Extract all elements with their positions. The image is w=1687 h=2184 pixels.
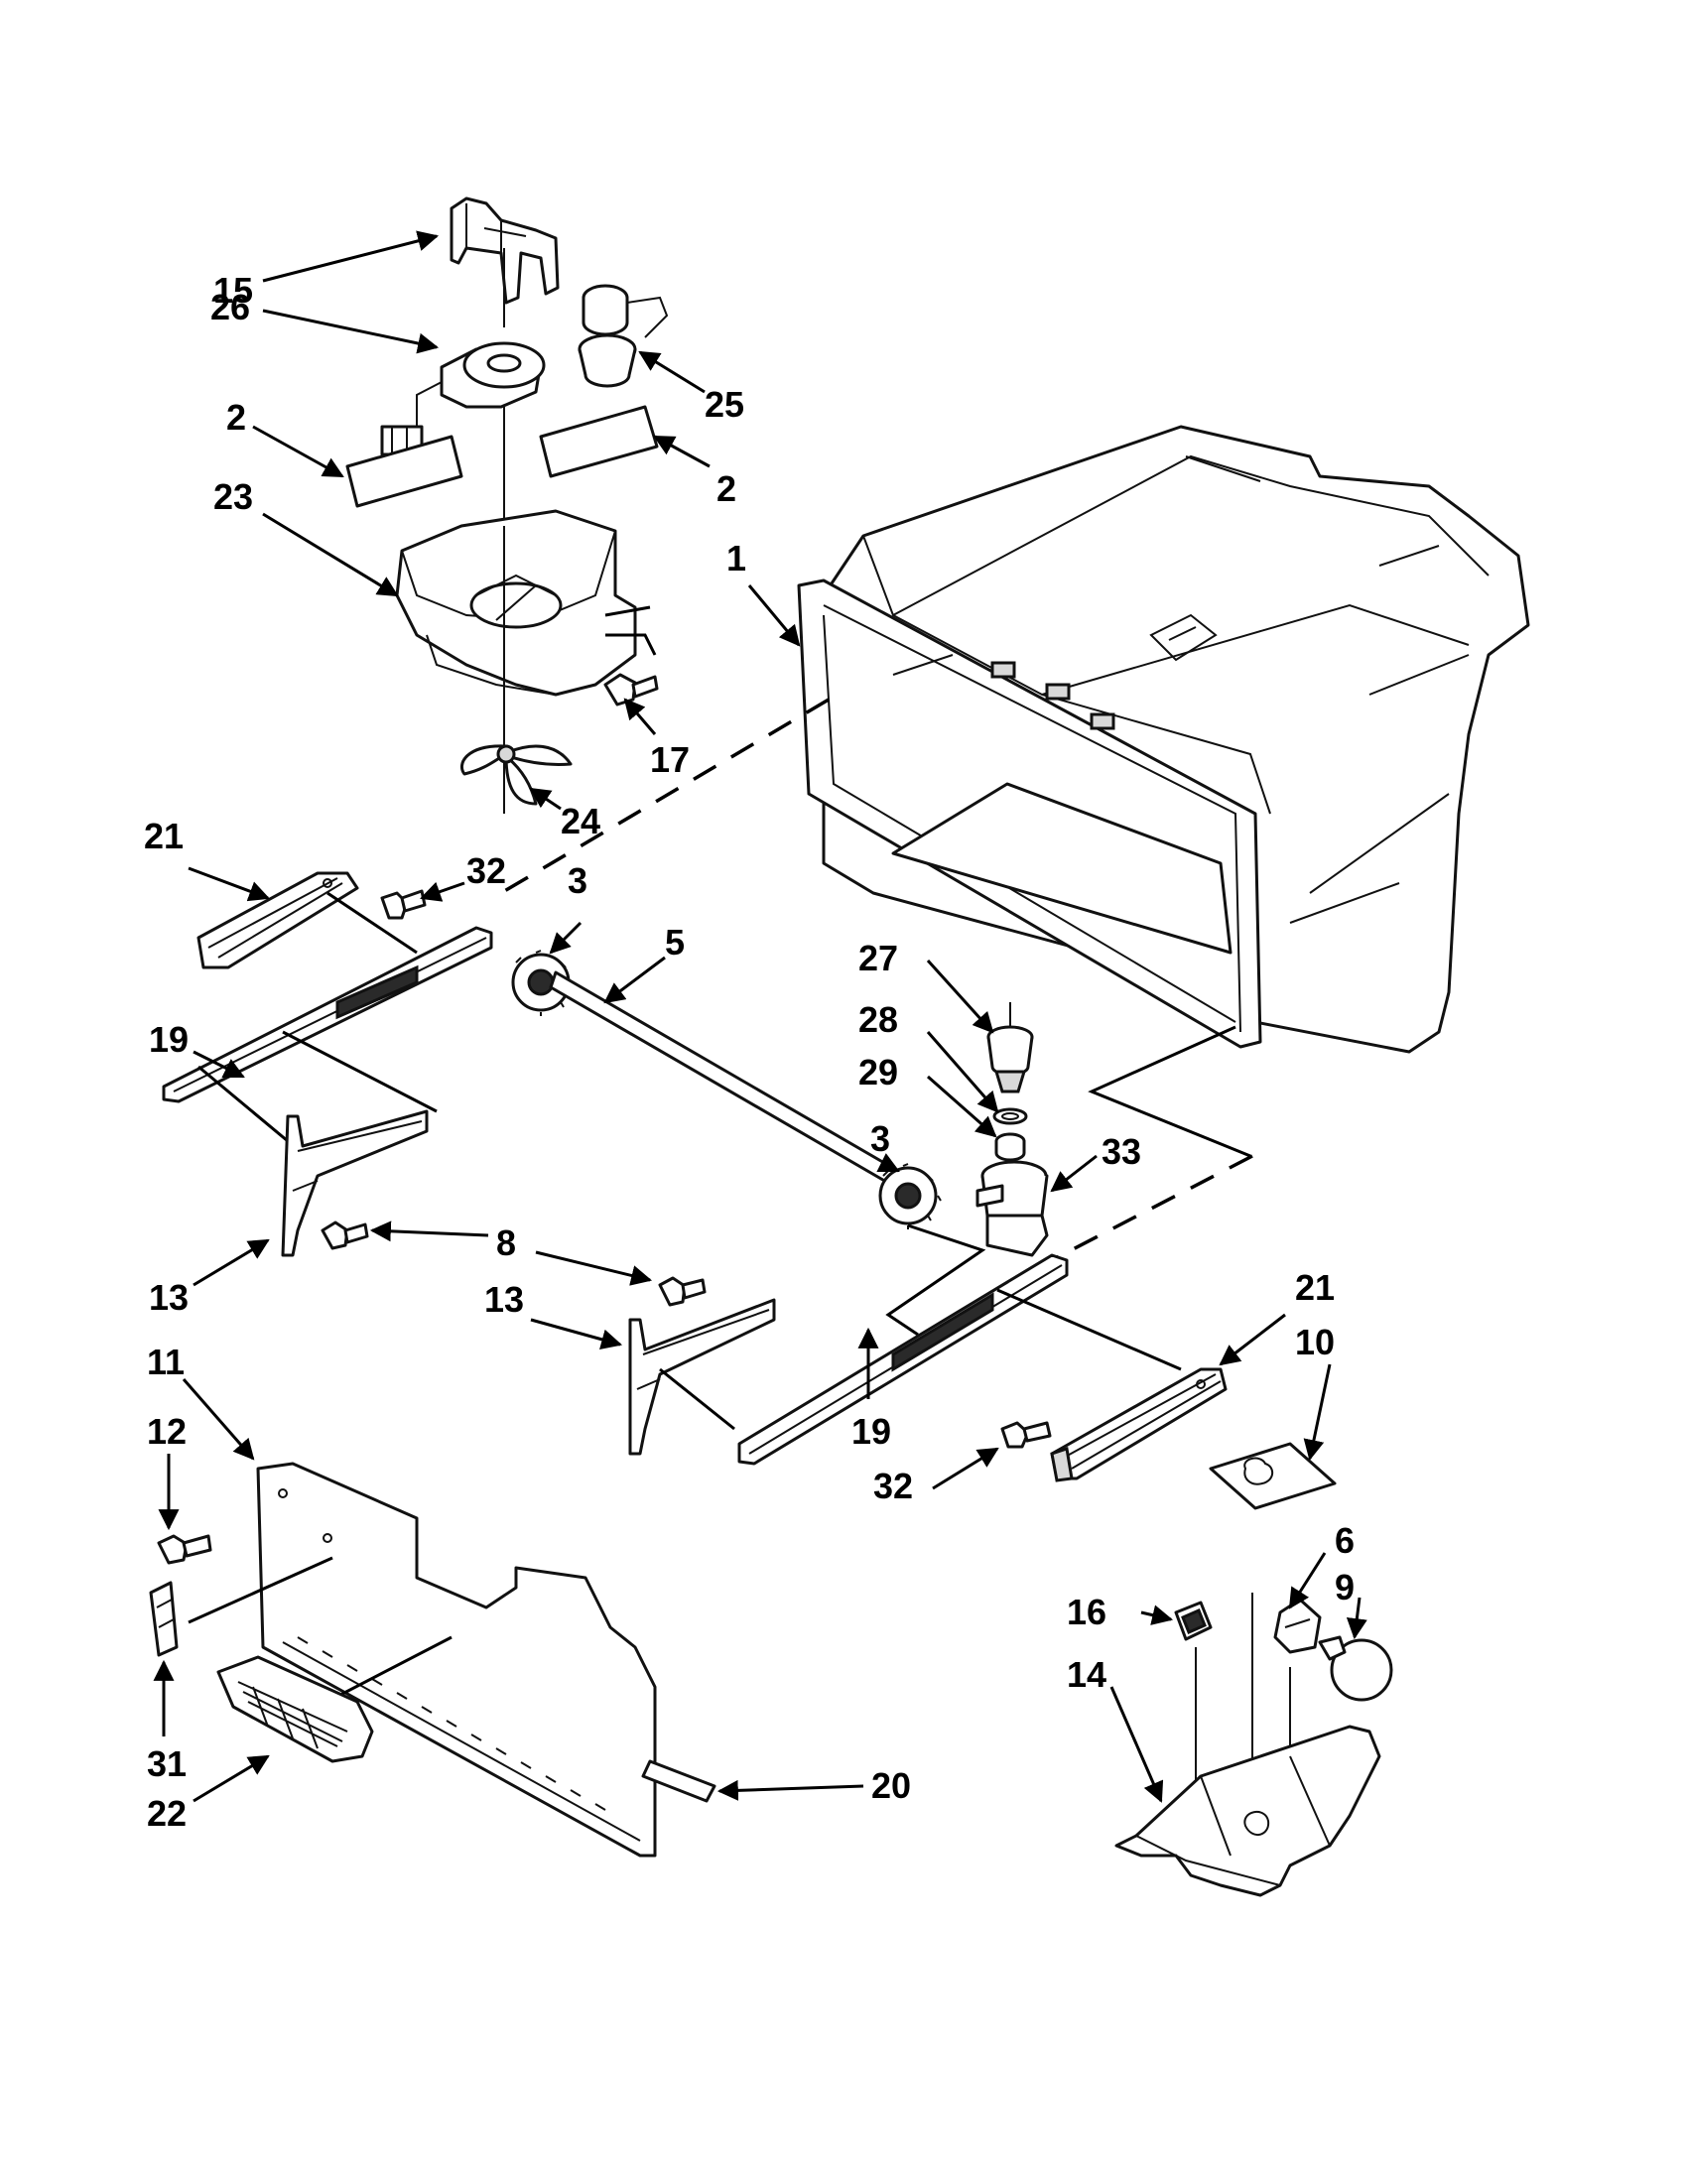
part-27-cap	[986, 1025, 1034, 1093]
part-29-washer	[994, 1132, 1026, 1162]
part-1-freezer-drawer	[797, 425, 1530, 1054]
part-26-fan-motor	[380, 341, 546, 456]
part-23-fan-housing	[395, 509, 637, 814]
callout-23: 23	[213, 476, 253, 517]
callout-16: 16	[1067, 1592, 1106, 1632]
callout-17: 17	[650, 739, 690, 780]
callout-20: 20	[871, 1765, 911, 1806]
callout-27: 27	[858, 938, 898, 978]
part-33-chute	[975, 1160, 1049, 1257]
part-28-o-ring	[992, 1107, 1028, 1125]
callout-24: 24	[561, 801, 600, 841]
callout-31: 31	[147, 1743, 187, 1784]
callout-22: 22	[147, 1793, 187, 1834]
callout-25: 25	[705, 384, 744, 425]
part-14-light-housing	[1114, 1725, 1381, 1897]
callout-8: 8	[496, 1222, 516, 1263]
part-12-screw	[157, 1534, 212, 1565]
callout-6: 6	[1335, 1520, 1355, 1561]
callout-11: 11	[147, 1342, 185, 1382]
callout-5: 5	[665, 922, 685, 963]
part-20-seal-strip	[641, 1759, 716, 1803]
part-32-screw-left	[380, 889, 427, 920]
callout-10: 10	[1295, 1322, 1335, 1362]
callout-28: 28	[858, 999, 898, 1040]
callout-3-left: 3	[568, 860, 587, 901]
callout-14: 14	[1067, 1654, 1106, 1695]
callout-2-left: 2	[226, 397, 246, 438]
part-21-rail-bracket-right	[1050, 1367, 1228, 1482]
callout-3-right: 3	[870, 1118, 890, 1159]
callout-13-left: 13	[149, 1277, 189, 1318]
callout-32-left: 32	[466, 850, 506, 891]
callout-9: 9	[1335, 1567, 1355, 1607]
callout-33: 33	[1102, 1131, 1141, 1172]
part-17-screw	[603, 673, 659, 707]
callout-19-left: 19	[149, 1019, 189, 1060]
callout-21-right: 21	[1295, 1267, 1335, 1308]
callout-19-right: 19	[851, 1411, 891, 1452]
part-25-motor-mount	[578, 284, 669, 388]
part-6-lamp-socket	[1273, 1598, 1322, 1654]
callout-labels: 15 26 25 2 2 23 1 17 24 21 32 3 5 19 27 …	[144, 270, 1355, 1834]
part-3-pinion-gear-right	[878, 1163, 942, 1229]
part-22-grille	[216, 1655, 374, 1763]
callout-1: 1	[726, 538, 746, 578]
part-16-switch	[1174, 1601, 1213, 1641]
callout-13-right: 13	[484, 1279, 524, 1320]
part-10-parts-bag	[1209, 1442, 1337, 1510]
part-19-slide-rail-left	[162, 926, 493, 1103]
callout-32-right: 32	[873, 1466, 913, 1506]
part-5-drive-shaft	[549, 970, 900, 1188]
part-31-clip	[149, 1581, 179, 1657]
callout-15: 15	[213, 270, 253, 311]
part-13-rail-support-right	[628, 1298, 776, 1456]
part-11-rear-panel	[256, 1462, 657, 1858]
part-9-light-bulb	[1318, 1635, 1393, 1702]
callout-2-right: 2	[716, 468, 736, 509]
part-8-screw-right	[658, 1276, 707, 1307]
part-24-fan-blade	[459, 744, 573, 806]
callout-26: 26	[210, 287, 250, 327]
part-21-rail-bracket-left	[196, 871, 359, 969]
callout-21-left: 21	[144, 816, 184, 856]
part-2-foam-pad-right	[539, 405, 659, 478]
callout-29: 29	[858, 1052, 898, 1092]
part-32-screw-right	[1000, 1421, 1052, 1449]
part-2-foam-pad-left	[345, 435, 463, 508]
part-8-screw-left	[321, 1220, 369, 1250]
callout-12: 12	[147, 1411, 187, 1452]
part-13-rail-support-left	[281, 1109, 429, 1257]
part-3-pinion-gear-left	[511, 950, 575, 1016]
leader-lines	[153, 230, 1367, 1803]
